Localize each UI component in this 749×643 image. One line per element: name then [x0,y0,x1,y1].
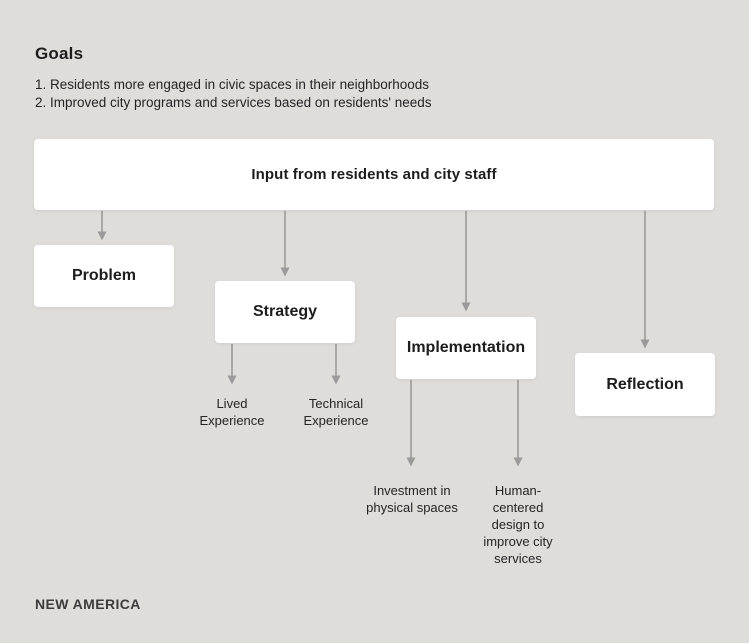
node-reflection-label: Reflection [606,375,684,393]
node-implementation: Implementation [396,317,536,379]
goals-heading: Goals [35,44,84,63]
node-problem-label: Problem [71,267,136,284]
node-problem: Problem [34,245,174,307]
goal-item-2: 2. Improved city programs and services b… [35,94,432,110]
node-input-label: Input from residents and city staff [251,166,497,183]
node-strategy-label: Strategy [252,303,318,320]
leaf-technical-experience: Technical Experience [303,396,369,428]
node-reflection: Reflection [575,353,715,416]
leaf-investment-physical-spaces: Investment in physical spaces [366,483,458,515]
leaf-human-centered-design: Human-centered design to improve city se… [483,483,553,566]
brand-logo: NEW AMERICA [35,596,141,612]
node-strategy: Strategy [215,281,355,343]
goals-section: Goals 1. Residents more engaged in civic… [35,44,432,111]
node-implementation-label: Implementation [406,339,526,356]
node-input-from-residents: Input from residents and city staff [34,139,714,210]
leaf-lived-experience: Lived Experience [199,396,265,428]
goal-item-1: 1. Residents more engaged in civic space… [35,77,429,92]
